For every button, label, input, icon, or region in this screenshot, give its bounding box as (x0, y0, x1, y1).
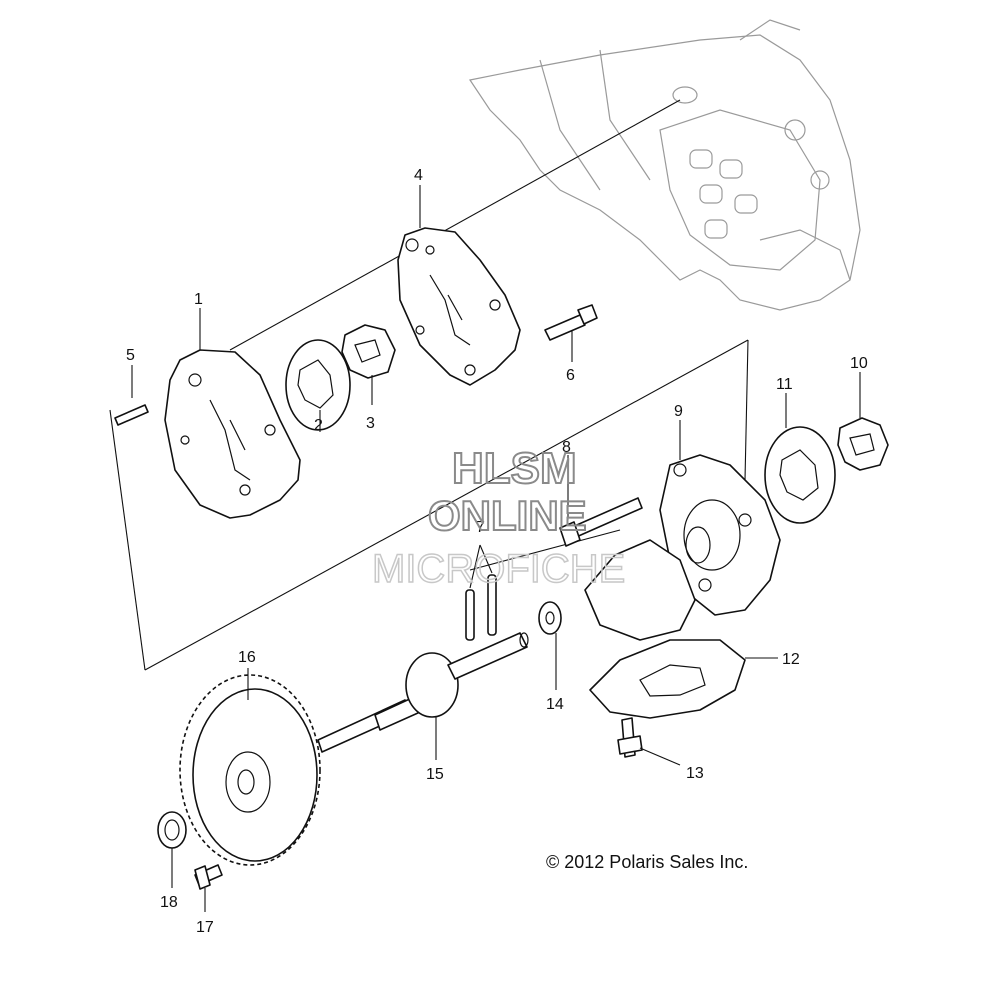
pump-cover-plate (397, 227, 521, 386)
copyright-notice: © 2012 Polaris Sales Inc. (546, 852, 748, 872)
bolt-short (544, 304, 598, 341)
callout-13: 13 (686, 765, 704, 782)
callout-11: 11 (776, 376, 793, 393)
shaft-pins (465, 544, 497, 641)
drive-gear (179, 674, 321, 866)
watermark-line-1: HLSM (452, 444, 577, 493)
watermark-line-3: MICROFICHE (372, 547, 625, 591)
callout-leaders (131, 185, 861, 912)
callout-4: 4 (414, 167, 423, 184)
callout-1: 1 (194, 291, 203, 308)
callout-18: 18 (160, 894, 178, 911)
screw (617, 717, 681, 766)
watermark-line-2: ONLINE (428, 492, 587, 539)
callout-8: 8 (562, 439, 571, 456)
outer-rotor (285, 339, 351, 431)
gear-bolt (194, 864, 223, 890)
inner-rotor-2 (837, 417, 889, 471)
callout-12: 12 (782, 651, 800, 668)
gasket (589, 639, 778, 719)
bolt-long (559, 497, 643, 547)
callout-3: 3 (366, 415, 375, 432)
gear-washer (157, 811, 187, 849)
callout-6: 6 (566, 367, 575, 384)
callout-10: 10 (850, 355, 868, 372)
callout-17: 17 (196, 919, 214, 936)
callout-5: 5 (126, 347, 135, 364)
callout-9: 9 (674, 403, 683, 420)
washer (538, 601, 562, 635)
callout-14: 14 (546, 696, 564, 713)
inner-rotor (341, 324, 396, 379)
callout-7: 7 (476, 519, 485, 536)
callout-16: 16 (238, 649, 256, 666)
pump-shaft (317, 632, 529, 753)
pump-body-plate (164, 349, 301, 519)
dowel-pin (114, 404, 149, 426)
callout-labels: 1 2 3 4 5 6 7 8 9 10 11 12 13 14 15 16 1… (126, 167, 868, 936)
callout-2: 2 (314, 417, 323, 434)
exploded-view-lines (109, 99, 749, 671)
crankcase-outline (469, 19, 861, 311)
watermark: HLSM ONLINE MICROFICHE (371, 443, 626, 592)
callout-15: 15 (426, 766, 444, 783)
outer-rotor-2 (764, 426, 836, 524)
pump-housing (584, 454, 781, 641)
